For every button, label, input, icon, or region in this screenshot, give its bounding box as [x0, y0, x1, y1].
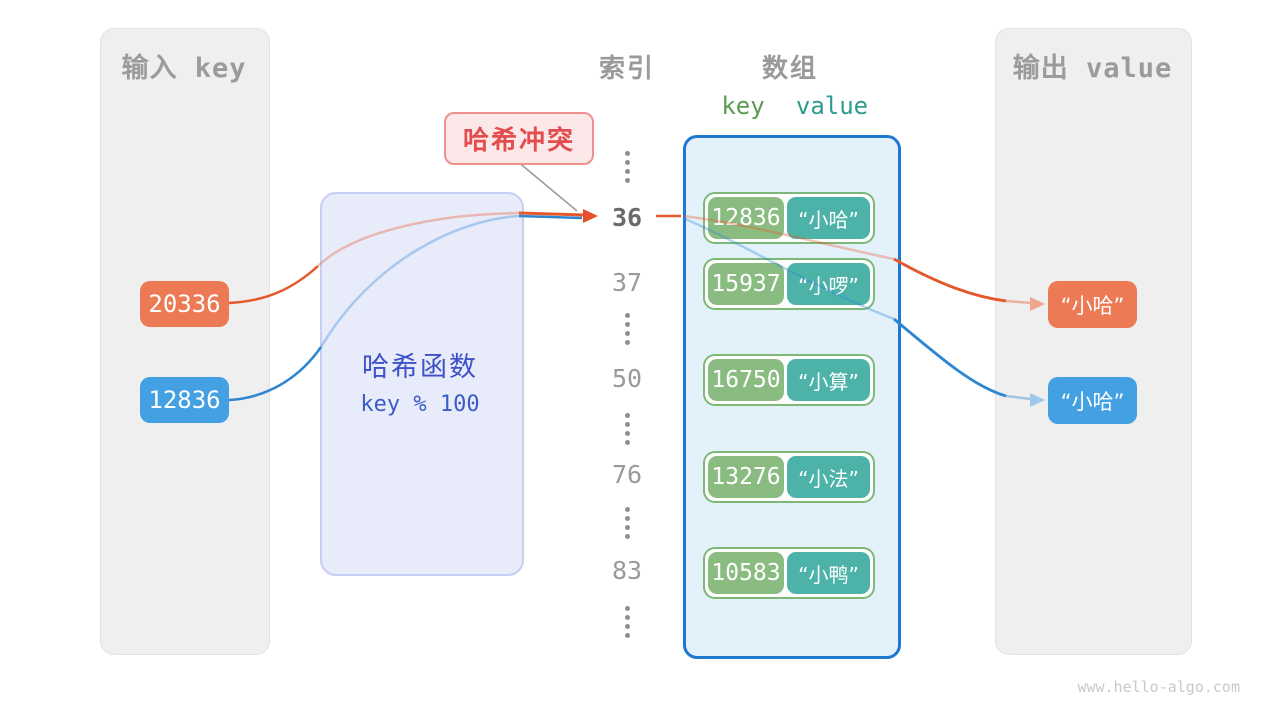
input-panel — [100, 28, 270, 655]
index-36: 36 — [611, 203, 643, 232]
hash-function-box — [320, 192, 524, 576]
index-ellipsis — [625, 322, 630, 327]
array-row-key: 15937 — [708, 263, 784, 305]
array-row-value: “小哈” — [787, 197, 870, 239]
index-37: 37 — [611, 268, 643, 297]
index-column-header: 索引 — [598, 54, 655, 84]
watermark: www.hello-algo.com — [1077, 678, 1240, 696]
hash-function-formula: key % 100 — [360, 392, 480, 417]
input-key-20336: 20336 — [140, 281, 229, 327]
blue-output-line — [893, 317, 1007, 398]
array-row-value: “小算” — [787, 359, 870, 401]
array-row-value: “小鸭” — [787, 552, 870, 594]
array-row-2: 15937 “小啰” — [703, 258, 875, 310]
output-value-blue: “小哈” — [1048, 377, 1137, 424]
array-row-value: “小啰” — [787, 263, 870, 305]
index-83: 83 — [611, 556, 643, 585]
array-row-key: 10583 — [708, 552, 784, 594]
input-panel-title: 输入 key — [121, 53, 247, 84]
array-row-key: 13276 — [708, 456, 784, 498]
array-row-key: 16750 — [708, 359, 784, 401]
output-panel-title: 输出 value — [1012, 53, 1173, 84]
orange-to-index-line — [518, 211, 585, 217]
blue-to-index-line — [518, 214, 583, 220]
array-row-value: “小法” — [787, 456, 870, 498]
index-ellipsis — [625, 615, 630, 620]
array-row-4: 13276 “小法” — [703, 451, 875, 503]
orange-output-line — [893, 257, 1007, 303]
output-value-orange: “小哈” — [1048, 281, 1137, 328]
array-column-header: 数组 — [761, 54, 818, 84]
hash-function-title: 哈希函数 — [362, 352, 478, 383]
badge-pointer-line — [516, 160, 578, 212]
index-ellipsis — [625, 422, 630, 427]
hash-collision-badge: 哈希冲突 — [444, 112, 594, 165]
array-key-header: key — [721, 92, 765, 120]
array-row-5: 10583 “小鸭” — [703, 547, 875, 599]
array-row-3: 16750 “小算” — [703, 354, 875, 406]
input-key-12836: 12836 — [140, 377, 229, 423]
array-row-key: 12836 — [708, 197, 784, 239]
array-value-header: value — [795, 92, 869, 120]
index-ellipsis — [625, 516, 630, 521]
index-arrowhead — [583, 209, 598, 223]
output-panel — [995, 28, 1192, 655]
array-row-1: 12836 “小哈” — [703, 192, 875, 244]
index-50: 50 — [611, 364, 643, 393]
index-76: 76 — [611, 460, 643, 489]
index-ellipsis — [625, 160, 630, 165]
